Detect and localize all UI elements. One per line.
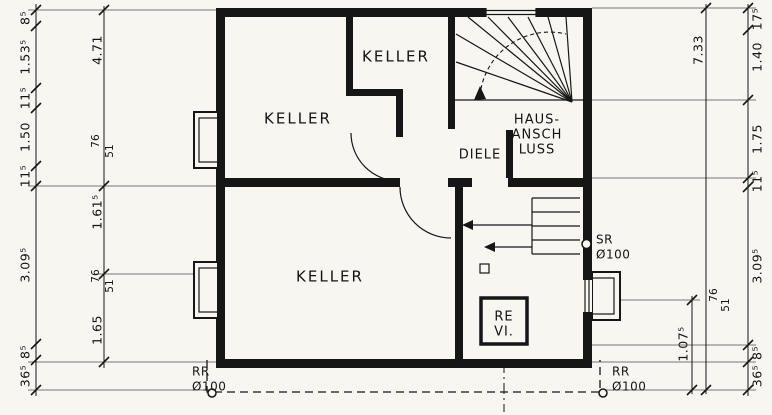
dim-sturz-label: 76 — [90, 134, 102, 148]
arrow-left — [484, 242, 495, 252]
stair-arrow — [474, 86, 486, 100]
window-top — [485, 8, 537, 17]
rr-right-label: RR — [612, 365, 630, 379]
rr-right-size: Ø100 — [612, 380, 646, 394]
dim-label: 1.61⁵ — [90, 194, 105, 229]
dim-label: 36⁵ — [18, 365, 33, 387]
dim-label: 8⁵ — [18, 345, 33, 359]
dim-label: 3.09⁵ — [18, 247, 33, 282]
dim-label: 17⁵ — [750, 8, 765, 30]
dim-label: 1.75 — [750, 124, 765, 154]
sr-size: Ø100 — [596, 248, 630, 262]
rr-left-size: Ø100 — [192, 380, 226, 394]
drainage-ring — [206, 360, 601, 412]
pipe-rr-right: RR Ø100 — [598, 365, 646, 398]
stair-walk-line — [479, 31, 567, 97]
pipe-circle — [598, 388, 608, 398]
revision-shaft: RE VI. — [479, 296, 529, 346]
light-well-left-upper — [193, 111, 219, 169]
room-label-hausanschluss-3: LUSS — [519, 143, 556, 158]
dim-label: 3.09⁵ — [750, 248, 765, 283]
room-label-keller-main: KELLER — [296, 268, 364, 286]
arrow-left — [462, 220, 473, 230]
dim-label: 7.33 — [691, 35, 706, 65]
room-label-hausanschluss-2: ANSCH — [512, 128, 563, 143]
pipe-circle — [581, 238, 592, 250]
room-labels: KELLER KELLER KELLER DIELE HAUS- ANSCH L… — [264, 48, 563, 286]
dim-label: 1.65 — [90, 315, 105, 345]
floor-drain — [479, 263, 490, 274]
dimension-total-right: 7.33 76 51 — [691, 2, 732, 396]
door-arc — [399, 186, 452, 239]
witness-lines — [28, 7, 756, 391]
revision-label-line2: VI. — [494, 325, 514, 340]
dim-label: 1.40 — [750, 42, 765, 72]
pipe-rr-left: RR Ø100 — [192, 365, 226, 398]
dimension-chain-left-outer: 8⁵ 1.53⁵ 11⁵ 1.50 11⁵ 3.09⁵ 8⁵ 36⁵ — [18, 4, 42, 396]
sr-label: SR — [596, 233, 613, 247]
room-label-diele: DIELE — [459, 148, 502, 163]
dim-label: 1.07⁵ — [676, 326, 691, 361]
dim-sturz-label: 51 — [720, 298, 732, 311]
dim-label: 36⁵ — [750, 365, 765, 387]
dim-label: 11⁵ — [18, 165, 33, 187]
room-label-keller-top: KELLER — [362, 48, 430, 66]
dimension-chain-right-inner: 1.07⁵ — [676, 294, 698, 396]
interior-walls — [225, 17, 583, 359]
dim-sturz-label: 76 — [90, 269, 102, 283]
rr-left-label: RR — [192, 365, 210, 379]
light-well-left-lower — [193, 261, 219, 319]
dimension-chain-right-outer: 17⁵ 1.40 1.75 11⁵ 3.09⁵ 8⁵ 36⁵ — [742, 2, 765, 396]
dim-label: 8⁵ — [18, 11, 33, 25]
dim-label: 8⁵ — [750, 346, 765, 360]
stair-upper — [455, 16, 583, 103]
dim-label: 11⁵ — [750, 170, 765, 192]
revision-label-line1: RE — [494, 310, 513, 325]
door-swings — [350, 132, 452, 239]
door-arc — [350, 132, 400, 182]
stair-lower — [462, 197, 580, 274]
dim-label: 11⁵ — [18, 87, 33, 109]
dim-sturz-label: 76 — [708, 288, 720, 302]
room-label-hausanschluss-1: HAUS- — [514, 113, 560, 128]
pipe-sr: SR Ø100 — [581, 233, 630, 262]
light-well-right — [583, 271, 621, 321]
dimension-chain-left-inner: 4.71 1.61⁵ 1.65 76 51 76 51 — [90, 4, 116, 368]
dim-sturz-label: 51 — [104, 144, 116, 157]
pipe-circle — [207, 388, 217, 398]
dim-sturz-label: 51 — [104, 279, 116, 292]
dim-label: 1.53⁵ — [18, 39, 33, 74]
dim-label: 4.71 — [90, 35, 105, 65]
room-label-keller-left: KELLER — [264, 110, 332, 128]
dim-label: 1.50 — [18, 122, 33, 152]
